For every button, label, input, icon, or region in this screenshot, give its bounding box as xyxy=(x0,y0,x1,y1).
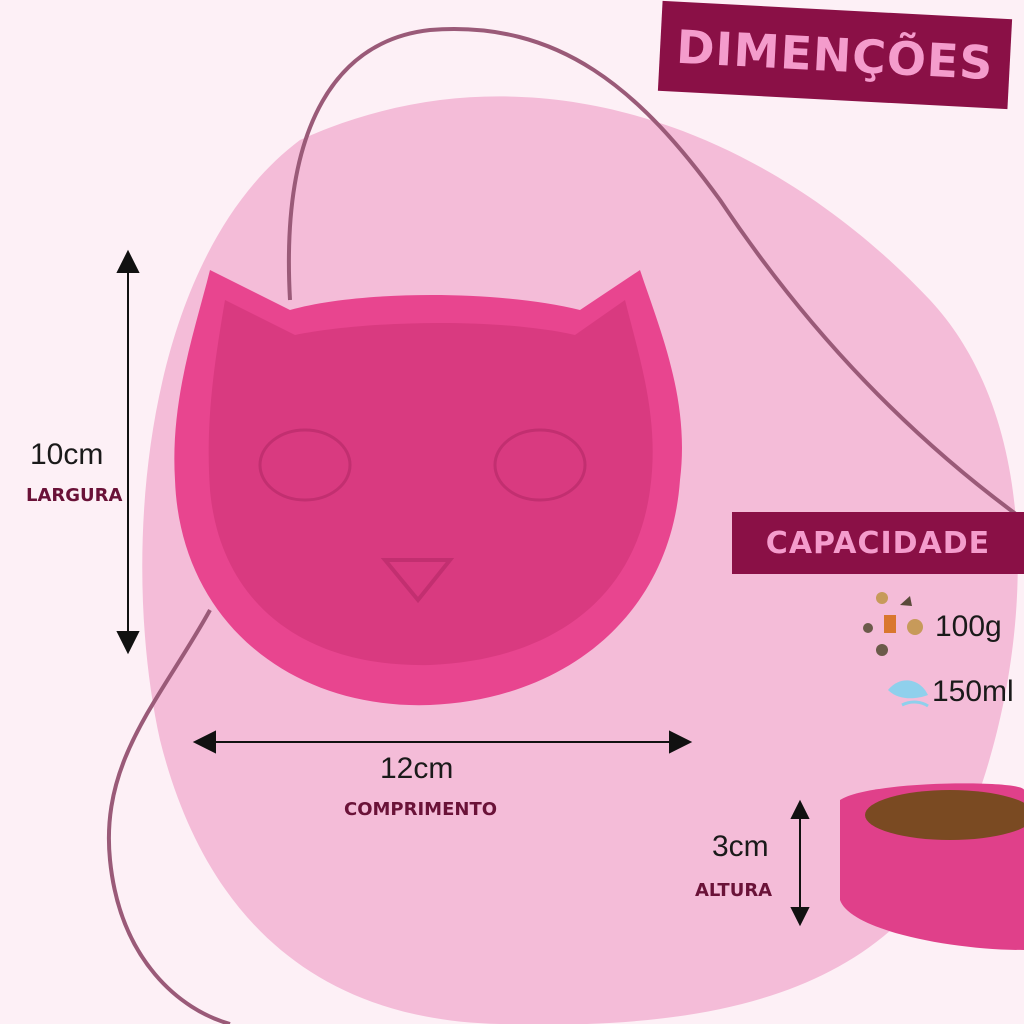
food-capacity: 100g xyxy=(935,610,1002,643)
decorative-line-2 xyxy=(106,609,231,1024)
height-label: ALTURA xyxy=(695,880,773,901)
title-banner: DIMENÇÕES xyxy=(657,0,1013,110)
length-arrow xyxy=(192,730,693,754)
decorative-line xyxy=(287,27,1024,522)
cat-bowl-image xyxy=(174,270,682,706)
height-value: 3cm xyxy=(712,830,769,863)
length-value: 12cm xyxy=(380,752,454,785)
length-label: COMPRIMENTO xyxy=(344,799,498,820)
width-value: 10cm xyxy=(30,438,104,471)
width-arrow xyxy=(116,249,140,655)
food-icon xyxy=(863,592,923,656)
height-arrow xyxy=(790,799,810,927)
water-capacity: 150ml xyxy=(932,675,1014,708)
water-icon xyxy=(888,680,929,708)
width-label: LARGURA xyxy=(26,485,123,506)
capacity-banner: CAPACIDADE xyxy=(732,512,1024,574)
bowl-side-image xyxy=(840,783,1024,950)
